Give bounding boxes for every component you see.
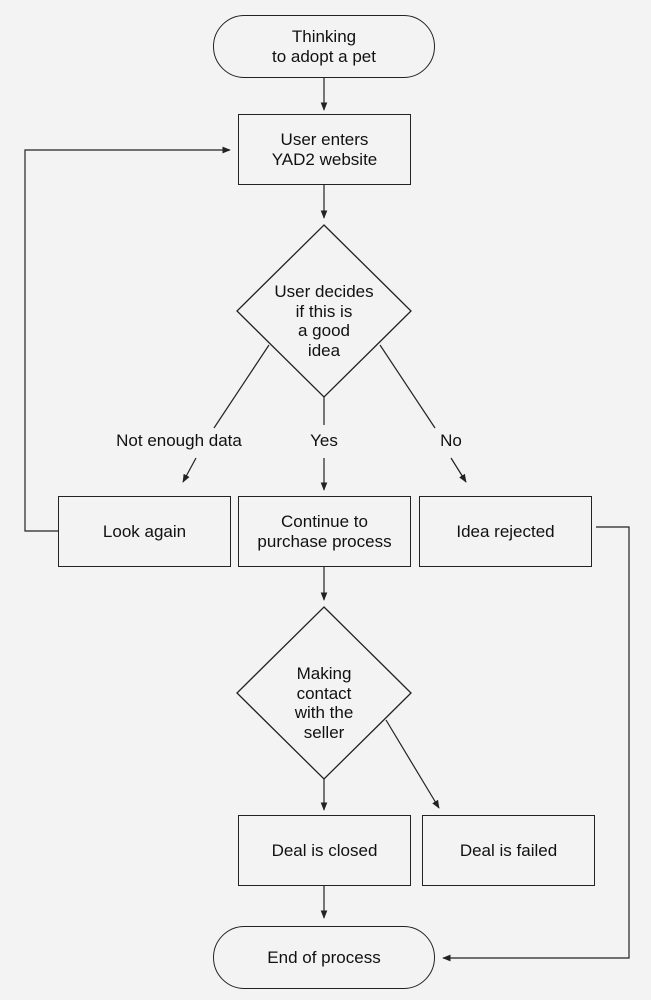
edge-label-yes: Yes (310, 431, 338, 450)
end-label: End of process (267, 947, 381, 967)
arrow-not-enough-data-to-look-again (182, 457, 197, 483)
decision-good-idea-label: User decides if this is a good idea (274, 282, 374, 360)
edge-label-not-enough-data: Not enough data (116, 431, 242, 450)
continue-purchase-box: Continue to purchase process (238, 496, 411, 567)
continue-purchase-label: Continue to purchase process (257, 511, 392, 551)
deal-closed-label: Deal is closed (271, 840, 378, 860)
idea-rejected-label: Idea rejected (456, 521, 555, 541)
deal-closed-box: Deal is closed (238, 815, 411, 886)
deal-failed-label: Deal is failed (459, 840, 558, 860)
decision-contact-label: Making contact with the seller (294, 664, 354, 742)
edge-label-no: No (440, 431, 462, 450)
arrow-look-again-loop (24, 146, 231, 532)
line-decision-to-not-enough-data (213, 344, 270, 429)
end-terminal: End of process (213, 926, 435, 989)
arrow-no-to-rejected (450, 457, 467, 483)
look-again-label: Look again (102, 521, 187, 541)
deal-failed-box: Deal is failed (422, 815, 595, 886)
look-again-box: Look again (58, 496, 231, 567)
line-decision-to-no (379, 344, 436, 429)
enter-site-box: User enters YAD2 website (238, 114, 411, 185)
idea-rejected-box: Idea rejected (419, 496, 592, 567)
arrow-contact-to-failed (385, 719, 440, 809)
start-terminal: Thinking to adopt a pet (213, 15, 435, 78)
enter-site-label: User enters YAD2 website (271, 129, 378, 169)
start-label: Thinking to adopt a pet (272, 26, 376, 66)
arrow-rejected-to-end (442, 526, 630, 962)
